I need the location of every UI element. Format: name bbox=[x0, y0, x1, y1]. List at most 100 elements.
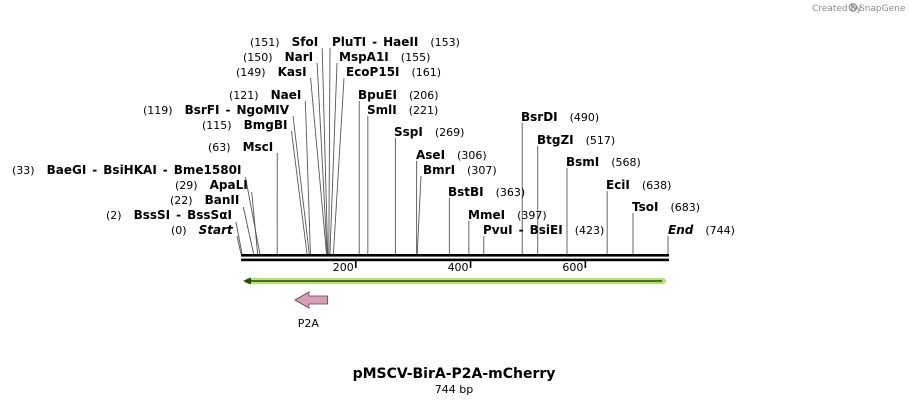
site-end[interactable]: End(744) bbox=[668, 223, 735, 237]
sequence-title: pMSCV-BirA-P2A-mCherry bbox=[353, 366, 556, 382]
site-position: (269) bbox=[435, 126, 465, 139]
site-position: (155) bbox=[401, 51, 431, 64]
site-name-separator: - bbox=[92, 163, 97, 177]
site-position: (115) bbox=[202, 119, 232, 132]
site-bsssi[interactable]: (2)BssSI-BssSαI bbox=[106, 208, 232, 222]
site-position: (397) bbox=[517, 209, 547, 222]
site-position: (121) bbox=[229, 89, 259, 102]
site-name: TsoI bbox=[632, 200, 658, 214]
ruler-tick-label: 400 bbox=[448, 261, 469, 274]
leader-line-banii bbox=[242, 206, 255, 255]
site-bmri[interactable]: BmrI(307) bbox=[423, 163, 497, 177]
leader-line-bsssi bbox=[235, 221, 243, 255]
site-position: (0) bbox=[171, 224, 187, 237]
site-asei[interactable]: AseI(306) bbox=[416, 148, 487, 162]
site-bsrdi[interactable]: BsrDI (490) bbox=[521, 110, 599, 124]
site-name-separator: - bbox=[163, 163, 168, 177]
feature-track: P2A bbox=[294, 291, 329, 330]
site-name: AseI bbox=[416, 148, 445, 162]
site-name: EcoP15I bbox=[346, 65, 400, 79]
site-nari[interactable]: (150) NarI bbox=[243, 50, 313, 64]
site-bmgbi[interactable]: (115)BmgBI bbox=[202, 118, 287, 132]
site-name: NarI bbox=[285, 50, 314, 64]
site-name: SspI bbox=[394, 125, 423, 139]
site-name: BmrI bbox=[423, 163, 455, 177]
ruler-tick-label: 200 bbox=[333, 261, 354, 274]
site-name-alt: BssSαI bbox=[187, 208, 232, 222]
site-bsrfi[interactable]: (119)BsrFI-NgoMIV bbox=[143, 103, 290, 117]
leader-line-mspa1i bbox=[329, 62, 338, 255]
site-name: PluTI bbox=[332, 35, 366, 49]
site-msci[interactable]: (63)MscI bbox=[208, 140, 273, 154]
site-position: (423) bbox=[575, 224, 605, 237]
site-smli[interactable]: SmlI(221) bbox=[367, 103, 438, 117]
site-position: (33) bbox=[12, 164, 35, 177]
feature-arrow-icon bbox=[294, 291, 329, 309]
site-labels: (0) Start (2) BssSI - BssSαI(22)BanII(29)ApaL… bbox=[12, 35, 735, 237]
site-tsoi[interactable]: TsoI(683) bbox=[632, 200, 700, 214]
site-position: (206) bbox=[409, 89, 439, 102]
site-mspa1i[interactable]: MspA1I (155) bbox=[339, 50, 430, 64]
site-name-separator: - bbox=[372, 35, 377, 49]
site-bstbi[interactable]: BstBI(363) bbox=[448, 185, 525, 199]
site-position: (490) bbox=[570, 111, 600, 124]
site-name: Start bbox=[199, 223, 234, 237]
site-name: ApaLI bbox=[210, 178, 248, 192]
orf-arrow[interactable] bbox=[243, 277, 666, 285]
site-bsmi[interactable]: BsmI(568) bbox=[566, 155, 641, 169]
site-banii[interactable]: (22)BanII bbox=[170, 193, 239, 207]
site-naei[interactable]: (121) NaeI bbox=[229, 88, 301, 102]
site-baegi[interactable]: (33)BaeGI-BsiHKAI-Bme1580I bbox=[12, 163, 241, 177]
site-position: (150) bbox=[243, 51, 273, 64]
site-name-alt: BsiHKAI bbox=[103, 163, 157, 177]
site-position: (568) bbox=[611, 156, 641, 169]
orf-arrowhead-icon bbox=[243, 277, 251, 285]
site-name: NaeI bbox=[271, 88, 302, 102]
site-ecop15i[interactable]: EcoP15I (161) bbox=[346, 65, 441, 79]
leader-line-apali bbox=[251, 191, 259, 255]
site-ecii[interactable]: EciI(638) bbox=[606, 178, 671, 192]
site-btgzi[interactable]: BtgZI(517) bbox=[537, 133, 615, 147]
leader-line-start bbox=[236, 235, 242, 255]
site-position: (161) bbox=[412, 66, 442, 79]
site-position: (119) bbox=[143, 104, 173, 117]
site-pluti[interactable]: PluTI-HaeII(153) bbox=[332, 35, 460, 49]
site-name: BanII bbox=[205, 193, 240, 207]
site-name: BtgZI bbox=[537, 133, 574, 147]
credit-brand: SnapGene bbox=[859, 4, 906, 14]
site-bpuei[interactable]: BpuEI(206) bbox=[358, 88, 439, 102]
site-start[interactable]: (0) Start bbox=[171, 223, 234, 237]
ruler-ticks: 200 400 600 bbox=[333, 261, 587, 274]
site-name-separator: - bbox=[225, 103, 230, 117]
site-position: (2) bbox=[106, 209, 122, 222]
site-name: MmeI bbox=[468, 208, 505, 222]
feature-label: P2A bbox=[298, 317, 320, 330]
site-name: SmlI bbox=[367, 103, 397, 117]
site-position: (63) bbox=[208, 141, 231, 154]
leader-line-bsrfi bbox=[292, 115, 310, 255]
site-name: BsrDI bbox=[521, 110, 558, 124]
leader-line-sfoi bbox=[321, 47, 329, 255]
sequence-length: 744 bp bbox=[435, 383, 473, 396]
site-name: EciI bbox=[606, 178, 630, 192]
site-apali[interactable]: (29)ApaLI bbox=[175, 178, 248, 192]
site-pvui[interactable]: PvuI-BsiEI(423) bbox=[483, 223, 604, 237]
site-kasi[interactable]: (149)KasI bbox=[236, 65, 307, 79]
site-sspi[interactable]: SspI (269) bbox=[394, 125, 464, 139]
ruler-tick-label: 600 bbox=[562, 261, 583, 274]
leader-line-naei bbox=[304, 100, 311, 255]
leader-line-pluti bbox=[328, 47, 331, 255]
leader-line-kasi bbox=[310, 77, 327, 255]
site-name: SfoI bbox=[292, 35, 319, 49]
site-sfoi[interactable]: (151)SfoI bbox=[250, 35, 318, 49]
feature-p2a[interactable]: P2A bbox=[294, 291, 329, 330]
leader-line-bmri bbox=[416, 175, 422, 255]
site-position: (149) bbox=[236, 66, 266, 79]
site-name: BaeGI bbox=[47, 163, 87, 177]
site-mmei[interactable]: MmeI (397) bbox=[468, 208, 547, 222]
site-name: MspA1I bbox=[339, 50, 389, 64]
backbone-top-strand bbox=[241, 254, 669, 257]
leader-line-ecop15i bbox=[332, 77, 345, 255]
site-name: BsrFI bbox=[185, 103, 220, 117]
site-name: BssSI bbox=[134, 208, 171, 222]
